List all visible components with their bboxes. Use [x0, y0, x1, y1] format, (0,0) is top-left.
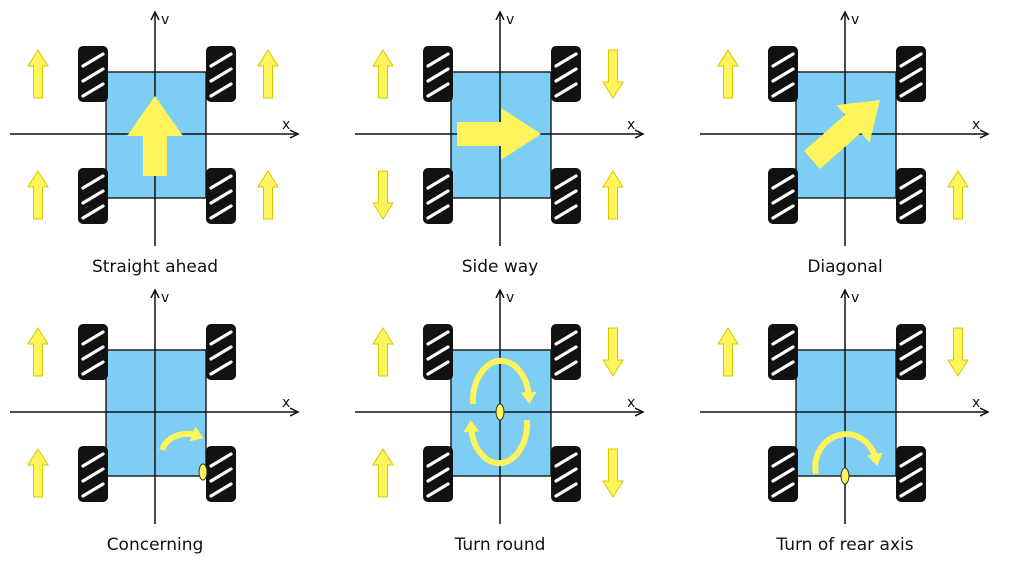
wheel-rear-left — [768, 168, 798, 224]
wheel-arrow-rear-right — [602, 170, 624, 220]
x-axis-label: x — [972, 117, 980, 133]
wheel-rear-right — [896, 446, 926, 502]
wheel-arrow-rear-left — [372, 170, 394, 220]
panel-straight-ahead: xv — [10, 12, 298, 246]
wheel-arrow-front-right — [602, 49, 624, 99]
wheel-rear-left — [78, 446, 108, 502]
wheel-arrow-front-left — [27, 49, 49, 99]
wheel-rear-right — [206, 446, 236, 502]
wheel-rear-left — [423, 168, 453, 224]
wheel-front-right — [206, 324, 236, 380]
wheel-front-left — [78, 324, 108, 380]
caption-side-way: Side way — [461, 257, 539, 277]
body-motion-arrow — [127, 96, 183, 176]
x-axis-label: x — [282, 395, 290, 411]
wheel-rear-right — [551, 168, 581, 224]
caption-straight-ahead: Straight ahead — [91, 257, 219, 277]
x-axis-label: x — [282, 117, 290, 133]
body-motion-arc — [812, 431, 883, 475]
panel-turn-of-rear-axis: xv — [700, 290, 988, 524]
x-axis-label: x — [627, 395, 635, 411]
wheel-arrow-front-left — [27, 327, 49, 377]
caption-concerning: Concerning — [106, 535, 204, 555]
wheel-rear-left — [423, 446, 453, 502]
wheel-front-right — [551, 46, 581, 102]
panel-side-way: xv — [355, 12, 643, 246]
wheel-arrow-rear-left — [372, 448, 394, 498]
wheel-front-left — [423, 324, 453, 380]
wheel-rear-left — [768, 446, 798, 502]
y-axis-label: v — [506, 12, 514, 28]
robot-body — [105, 349, 207, 477]
wheel-arrow-front-left — [372, 327, 394, 377]
wheel-front-left — [768, 324, 798, 380]
wheel-rear-right — [206, 168, 236, 224]
wheel-front-right — [896, 46, 926, 102]
wheel-front-left — [423, 46, 453, 102]
panel-turn-round: xv — [355, 290, 643, 524]
wheel-arrow-front-left — [717, 49, 739, 99]
robot-body — [795, 349, 897, 477]
y-axis-label: v — [506, 290, 514, 306]
wheel-rear-right — [551, 446, 581, 502]
rotation-arc-top — [469, 357, 537, 405]
body-motion-arrow — [804, 100, 880, 169]
x-axis-label: x — [972, 395, 980, 411]
panel-diagonal: xv — [700, 12, 988, 246]
y-axis-label: v — [161, 12, 169, 28]
body-motion-arrow — [457, 108, 541, 160]
wheel-arrow-front-left — [717, 327, 739, 377]
wheel-arrow-front-right — [257, 49, 279, 99]
caption-turn-round: Turn round — [454, 535, 546, 555]
caption-turn-of-rear-axis: Turn of rear axis — [776, 535, 914, 555]
rotation-pivot — [198, 463, 208, 481]
x-axis-label: x — [627, 117, 635, 133]
wheel-arrow-rear-left — [27, 448, 49, 498]
y-axis-label: v — [851, 290, 859, 306]
wheel-front-right — [206, 46, 236, 102]
y-axis-label: v — [851, 12, 859, 28]
wheel-arrow-rear-left — [27, 170, 49, 220]
wheel-rear-left — [78, 168, 108, 224]
wheel-arrow-front-right — [947, 327, 969, 377]
wheel-arrow-front-left — [372, 49, 394, 99]
wheel-front-right — [896, 324, 926, 380]
caption-diagonal: Diagonal — [807, 257, 883, 277]
rotation-arc-bottom — [463, 419, 531, 467]
panel-concerning: xv — [10, 290, 298, 524]
rotation-pivot — [840, 467, 850, 485]
wheel-arrow-rear-right — [947, 170, 969, 220]
wheel-front-left — [78, 46, 108, 102]
body-motion-arc — [159, 426, 204, 452]
wheel-arrow-rear-right — [602, 448, 624, 498]
wheel-arrow-front-right — [602, 327, 624, 377]
y-axis-label: v — [161, 290, 169, 306]
wheel-rear-right — [896, 168, 926, 224]
wheel-front-right — [551, 324, 581, 380]
rotation-pivot — [495, 403, 505, 421]
wheel-arrow-rear-right — [257, 170, 279, 220]
wheel-front-left — [768, 46, 798, 102]
